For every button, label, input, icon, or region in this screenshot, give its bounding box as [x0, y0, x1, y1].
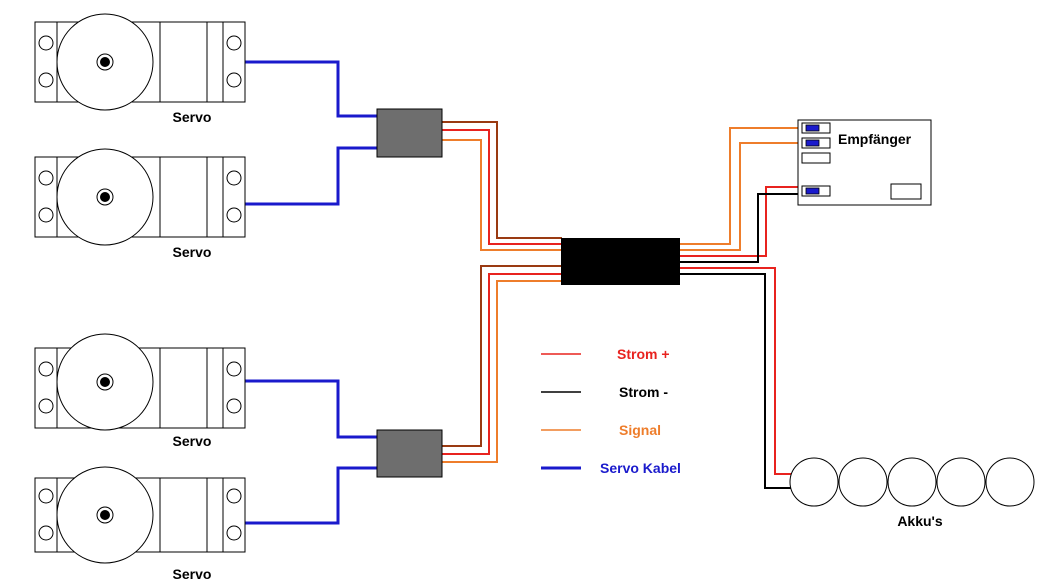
- battery-cell: [887, 457, 937, 507]
- servo-cable-2: [245, 146, 378, 206]
- y-cable-connector-top: [376, 108, 443, 158]
- receiver-signal-1: [680, 127, 806, 245]
- receiver-power-minus: [680, 193, 806, 263]
- servo-shaft-icon: [100, 377, 110, 387]
- battery-cell: [936, 457, 986, 507]
- servo-shaft-icon: [100, 510, 110, 520]
- servo-shaft-icon: [100, 192, 110, 202]
- servo-shaft-icon: [100, 57, 110, 67]
- top-y-wire-red: [442, 129, 562, 245]
- servo-cable-1: [245, 60, 378, 118]
- bottom-y-wire-brown: [442, 265, 562, 447]
- servo-3-label: Servo: [173, 433, 212, 449]
- servo-1: [34, 13, 246, 111]
- receiver: Empfänger: [797, 119, 932, 206]
- battery-power-plus: [680, 267, 792, 475]
- legend-label-servo-cable: Servo Kabel: [600, 460, 681, 476]
- battery-cell: [985, 457, 1035, 507]
- legend: Strom + Strom - Signal Servo Kabel: [541, 346, 681, 476]
- receiver-label: Empfänger: [838, 131, 912, 147]
- legend-label-power-plus: Strom +: [617, 346, 670, 362]
- receiver-signal-2: [680, 142, 806, 251]
- servo-1-label: Servo: [173, 109, 212, 125]
- servo-cable-4: [245, 466, 378, 525]
- servo-right-tab: [222, 21, 246, 103]
- legend-label-signal: Signal: [619, 422, 661, 438]
- power-distributor: [561, 238, 680, 285]
- top-y-wire-orange: [442, 139, 562, 251]
- servo-4: [34, 466, 246, 564]
- battery-cell: [838, 457, 888, 507]
- battery-pack: [789, 457, 1035, 507]
- servo-cable-3: [245, 379, 378, 439]
- receiver-power-plus: [680, 186, 806, 257]
- battery-label: Akku's: [897, 513, 943, 529]
- top-y-wire-brown: [442, 121, 562, 239]
- legend-label-power-minus: Strom -: [619, 384, 668, 400]
- receiver-antenna-box: [890, 183, 922, 200]
- servo-4-label: Servo: [173, 566, 212, 582]
- servo-3: [34, 333, 246, 431]
- servo-left-tab: [34, 21, 58, 103]
- y-cable-connector-bottom: [376, 429, 443, 478]
- receiver-port-3: [801, 152, 831, 164]
- battery-power-minus: [680, 273, 792, 489]
- servo-2-label: Servo: [173, 244, 212, 260]
- battery-cell: [789, 457, 839, 507]
- wires: [245, 60, 806, 525]
- bottom-y-wire-red: [442, 273, 562, 455]
- servo-2: [34, 148, 246, 246]
- bottom-y-wire-orange: [442, 280, 562, 463]
